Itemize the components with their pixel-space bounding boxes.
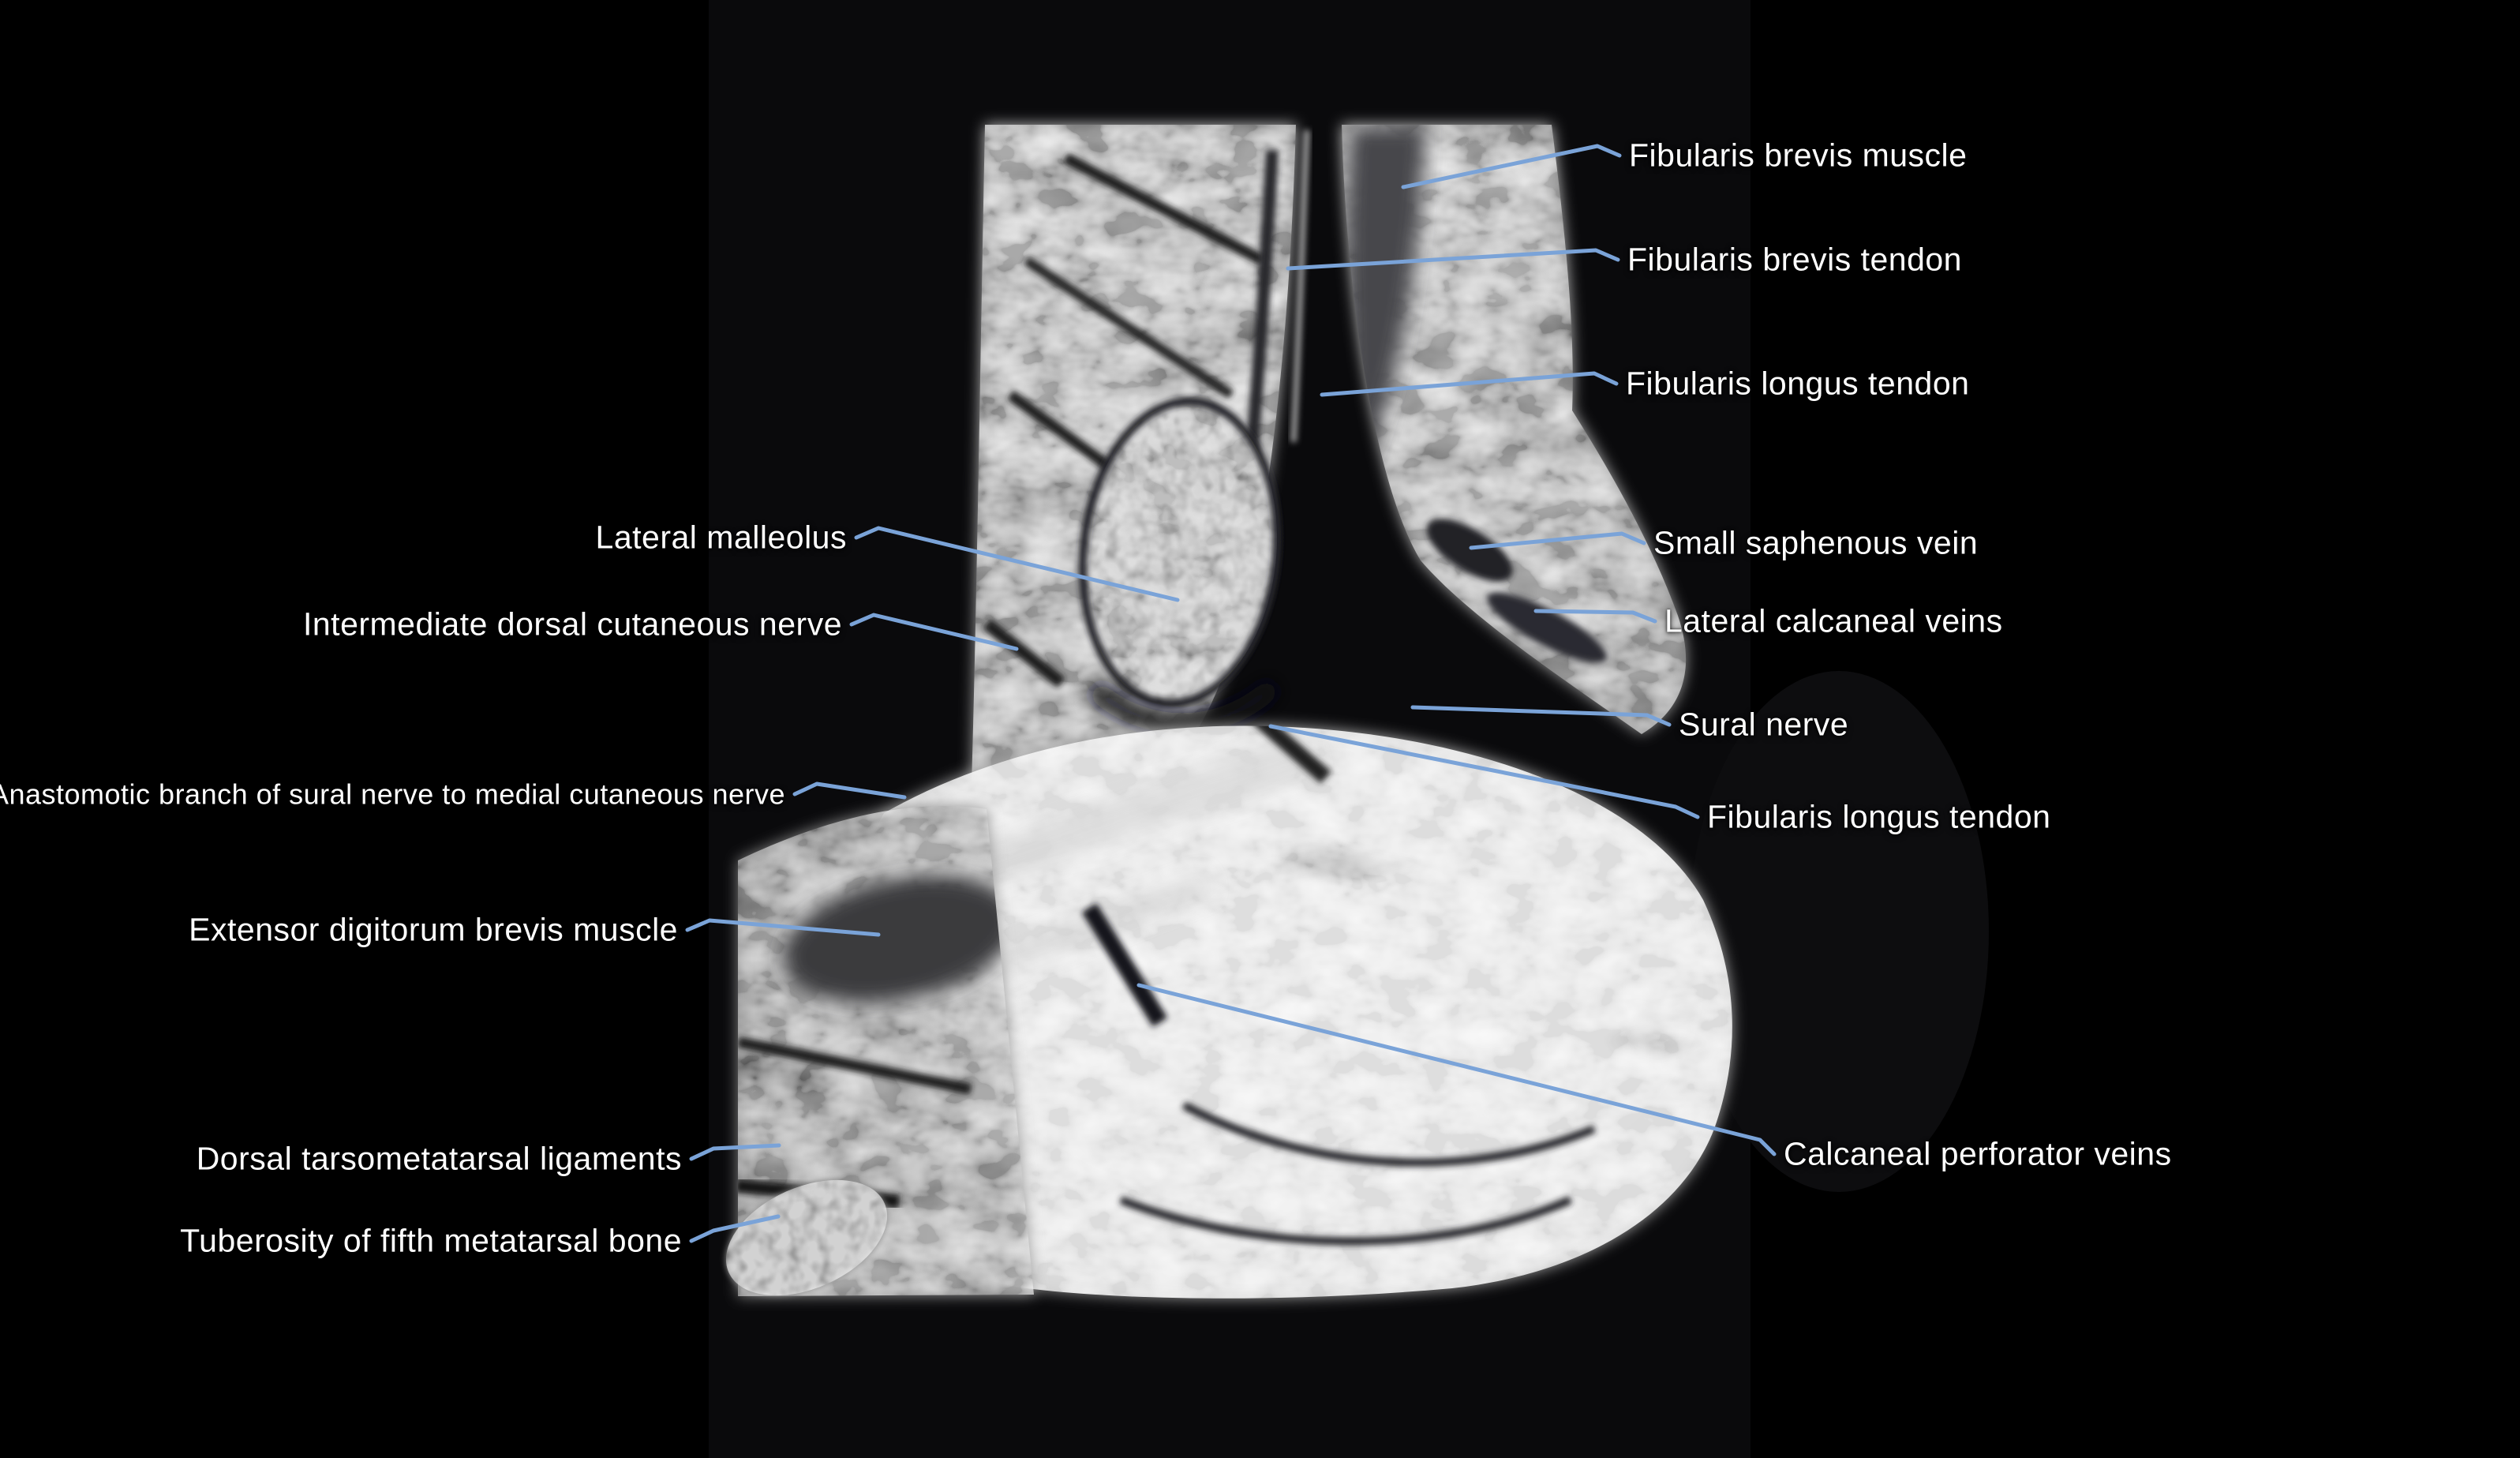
anatomy-label-fibularis-brevis-tendon: Fibularis brevis tendon: [1627, 241, 1962, 278]
outside-fov-ghost: [1689, 671, 1989, 1192]
leader-line-fibularis-brevis-tendon: [1286, 248, 1620, 271]
leader-line-fibularis-longus-tendon-2: [1268, 724, 1700, 819]
anatomy-label-anastomotic-branch-of-sural-nerve-to-medial-cutaneous-nerve: Anastomotic branch of sural nerve to med…: [0, 778, 785, 811]
leader-line-calcaneal-perforator-veins: [1136, 983, 1777, 1156]
leader-line-tuberosity-of-fifth-metatarsal-bone: [689, 1214, 781, 1243]
anatomy-label-tuberosity-of-fifth-metatarsal-bone: Tuberosity of fifth metatarsal bone: [180, 1222, 682, 1259]
leader-line-lateral-calcaneal-veins: [1533, 609, 1657, 624]
leader-line-fibularis-longus-tendon: [1320, 371, 1619, 397]
calcaneal-perforator-vein-region: [1081, 903, 1168, 1027]
anatomy-label-fibularis-brevis-muscle: Fibularis brevis muscle: [1629, 137, 1968, 174]
anatomy-label-lateral-malleolus: Lateral malleolus: [595, 519, 847, 556]
leader-line-anastomotic-branch-of-sural-nerve-to-medial-cutaneous-nerve: [792, 781, 907, 800]
anatomy-label-dorsal-tarsometatarsal-ligaments: Dorsal tarsometatarsal ligaments: [196, 1140, 682, 1177]
anatomy-label-intermediate-dorsal-cutaneous-nerve: Intermediate dorsal cutaneous nerve: [302, 605, 842, 643]
anatomy-label-sural-nerve: Sural nerve: [1679, 706, 1849, 743]
anatomy-label-small-saphenous-vein: Small saphenous vein: [1653, 524, 1979, 561]
anatomy-label-extensor-digitorum-brevis-muscle: Extensor digitorum brevis muscle: [189, 911, 678, 948]
lateral-calcaneal-veins-region: [1487, 592, 1607, 663]
leader-line-lateral-malleolus: [854, 526, 1180, 602]
extensor-digitorum-brevis-region: [783, 876, 1017, 1003]
leader-line-intermediate-dorsal-cutaneous-nerve: [849, 613, 1019, 651]
fibularis-longus-tendon-groove: [1226, 725, 1331, 784]
leader-line-dorsal-tarsometatarsal-ligaments: [689, 1143, 781, 1161]
anatomy-label-fibularis-longus-tendon-2: Fibularis longus tendon: [1707, 798, 2051, 835]
small-saphenous-vein-region: [1426, 519, 1513, 582]
leader-line-extensor-digitorum-brevis-muscle: [685, 918, 881, 937]
anatomy-label-lateral-calcaneal-veins: Lateral calcaneal veins: [1664, 602, 2003, 639]
tendon-gap-sliver: [1290, 129, 1310, 443]
leader-line-small-saphenous-vein: [1469, 531, 1646, 550]
leader-line-fibularis-brevis-muscle: [1401, 144, 1622, 189]
anatomy-label-calcaneal-perforator-veins: Calcaneal perforator veins: [1784, 1135, 2172, 1172]
anatomy-label-fibularis-longus-tendon: Fibularis longus tendon: [1626, 365, 1970, 402]
leader-line-sural-nerve: [1410, 705, 1672, 727]
